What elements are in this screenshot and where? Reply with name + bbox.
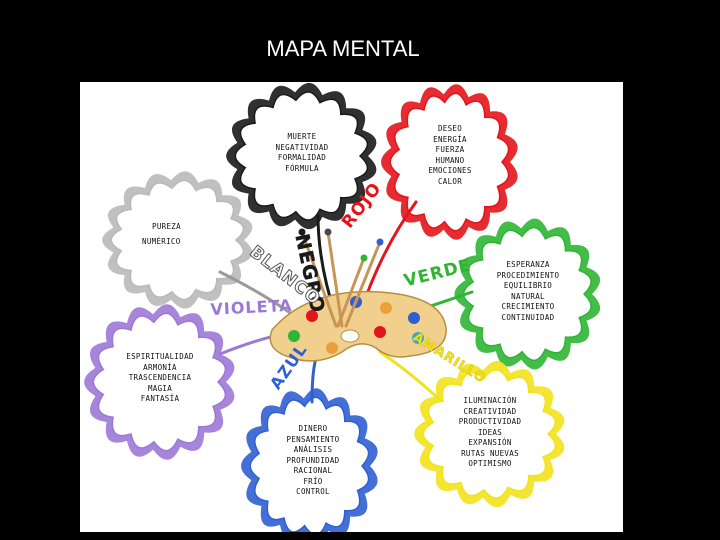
node-violeta-item: ARMONÍA — [143, 362, 177, 372]
node-azul: DINERO PENSAMIENTO ANÁLISIS PROFUNDIDAD … — [268, 424, 358, 498]
node-verde: ESPERANZA PROCEDIMIENTO EQUILIBRIO NATUR… — [478, 260, 578, 323]
paint-palette-icon — [269, 228, 447, 362]
node-verde-item: ESPERANZA — [506, 260, 550, 269]
cloud-amarillo — [414, 360, 565, 508]
node-verde-item: CRECIMIENTO — [501, 302, 555, 311]
node-amarillo-item: CREATIVIDAD — [463, 406, 517, 416]
node-rojo: DESEO ENERGÍA FUERZA HUMANO EMOCIONES CA… — [410, 124, 490, 187]
node-blanco: PUREZA NUMÉRICO — [142, 222, 212, 247]
node-negro-item: FÓRMULA — [285, 163, 319, 173]
node-blanco-item: PUREZA — [152, 222, 181, 231]
node-verde-item: CONTINUIDAD — [501, 312, 555, 322]
cloud-rojo — [381, 84, 518, 240]
node-azul-item: PROFUNDIDAD — [286, 455, 340, 465]
mind-map-canvas: MUERTE NEGATIVIDAD FORMALIDAD FÓRMULA DE… — [80, 82, 623, 532]
node-rojo-item: DESEO — [437, 124, 463, 133]
node-verde-item: EQUILIBRIO — [503, 281, 553, 290]
node-violeta-item: ESPIRITUALIDAD — [126, 352, 194, 361]
node-verde-item: PROCEDIMIENTO — [496, 270, 560, 280]
cloud-violeta — [84, 304, 235, 460]
node-amarillo-item: PRODUCTIVIDAD — [458, 417, 522, 426]
node-violeta-item: FANTASÍA — [140, 394, 180, 403]
cloud-verde — [454, 218, 601, 370]
node-amarillo-item: RUTAS NUEVAS — [461, 448, 519, 458]
branch-line-amarillo — [378, 350, 442, 402]
node-rojo-item: CALOR — [437, 176, 463, 186]
cloud-negro — [226, 82, 377, 230]
mind-map-graphics — [84, 82, 601, 532]
node-verde-item: NATURAL — [511, 291, 545, 301]
node-negro-item: MUERTE — [287, 132, 317, 141]
cloud-blanco — [102, 171, 253, 309]
node-violeta-item: MAGIA — [147, 383, 173, 393]
node-azul-item: ANÁLISIS — [293, 445, 333, 454]
node-rojo-item: FUERZA — [435, 145, 465, 154]
node-azul-item: RACIONAL — [293, 466, 333, 475]
node-azul-item: FRÍO — [303, 476, 323, 486]
slide-title: MAPA MENTAL — [266, 36, 420, 61]
node-blanco-item: NUMÉRICO — [142, 236, 181, 246]
node-amarillo: ILUMINACIÓN CREATIVIDAD PRODUCTIVIDAD ID… — [440, 396, 540, 470]
node-azul-item: DINERO — [298, 424, 328, 433]
node-amarillo-item: OPTIMISMO — [468, 459, 512, 468]
node-amarillo-item: IDEAS — [477, 427, 503, 437]
node-negro-item: NEGATIVIDAD — [275, 142, 329, 152]
node-rojo-item: HUMANO — [435, 155, 465, 165]
node-rojo-item: ENERGÍA — [433, 134, 467, 144]
node-negro: MUERTE NEGATIVIDAD FORMALIDAD FÓRMULA — [252, 132, 352, 174]
node-azul-item: CONTROL — [296, 487, 330, 496]
node-amarillo-item: EXPANSIÓN — [468, 438, 512, 447]
node-rojo-item: EMOCIONES — [428, 166, 472, 175]
node-amarillo-item: ILUMINACIÓN — [463, 396, 517, 405]
node-azul-item: PENSAMIENTO — [286, 434, 340, 444]
node-violeta: ESPIRITUALIDAD ARMONÍA TRASCENDENCIA MAG… — [108, 352, 212, 405]
cloud-azul — [241, 388, 378, 532]
node-negro-item: FORMALIDAD — [277, 153, 327, 162]
node-violeta-item: TRASCENDENCIA — [128, 373, 192, 382]
